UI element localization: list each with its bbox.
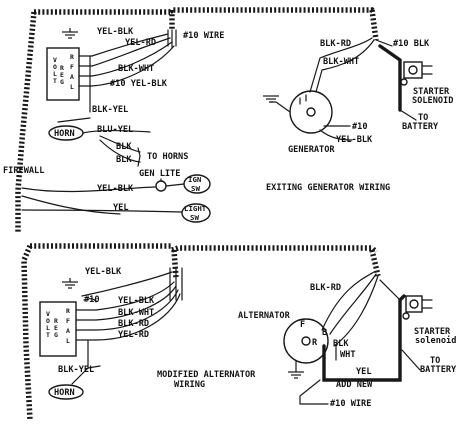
- top-label-yel-rd: YEL-RD: [125, 38, 156, 48]
- top-reg-label-2: L: [53, 70, 57, 78]
- bottom-starter-solenoid: STARTER solenoid: [379, 279, 456, 346]
- top-voltage-regulator: V O L T R E G R F A L: [46, 47, 93, 101]
- top-label-blk-rd-right: BLK-RD: [320, 39, 351, 49]
- bottom-horn-label: HORN: [54, 388, 75, 398]
- bottom-label-blk: BLK: [333, 339, 349, 349]
- top-light-sw: LIGHT SW: [181, 203, 211, 223]
- bottom-add-new: ADD NEW: [336, 380, 373, 390]
- top-term-r: R: [70, 53, 74, 61]
- top-reg-label-0: V: [53, 56, 57, 64]
- bottom-label-blk-rd: BLK-RD: [118, 319, 149, 329]
- top-reg-label-6: G: [60, 78, 64, 86]
- top-starter-1: STARTER: [413, 87, 450, 97]
- top-label-blk10: #10 BLK: [393, 39, 430, 49]
- bottom-alternator-label: ALTERNATOR: [238, 311, 291, 321]
- top-term-l: L: [70, 83, 74, 91]
- top-term-f: F: [70, 63, 74, 71]
- bottom-to-battery-2: BATTERY: [420, 365, 457, 375]
- bottom-starter-2: solenoid: [415, 335, 456, 346]
- bottom-label-yel: YEL: [356, 367, 372, 377]
- top-starter-solenoid: STARTER SOLENOID: [400, 61, 453, 106]
- top-gen-ground: [263, 95, 279, 103]
- bottom-diagram: V O L T R E G R F A L YEL-BLK #10 YEL-B: [21, 243, 457, 421]
- top-reg-wires: [89, 29, 177, 113]
- bottom-harness: [21, 243, 381, 421]
- top-label-blk-wht: BLK-WHT: [118, 64, 154, 74]
- bottom-pin-r: R: [312, 338, 318, 348]
- bottom-horn: HORN: [48, 367, 89, 400]
- bottom-reg-label-5: E: [54, 324, 58, 332]
- top-label-yel: YEL: [113, 203, 129, 213]
- top-to-horns-label: TO HORNS: [147, 152, 188, 162]
- bottom-label-wht: WHT: [340, 350, 356, 360]
- bottom-term-l: L: [66, 337, 70, 345]
- top-firewall-label: FIREWALL: [3, 166, 44, 176]
- bottom-term-f: F: [66, 317, 70, 325]
- top-light-sw-1: LIGHT: [184, 204, 207, 213]
- top-title: EXITING GENERATOR WIRING: [266, 183, 390, 193]
- bottom-starter-1: STARTER: [414, 327, 451, 337]
- bottom-reg-label-4: R: [54, 317, 58, 325]
- bottom-label-blk-wht: BLK-WHT: [118, 308, 154, 318]
- bottom-reg-label-3: T: [46, 331, 50, 339]
- top-ign-sw: IGN SW: [183, 174, 211, 194]
- top-reg-label-4: R: [60, 64, 64, 72]
- top-term-a: A: [70, 73, 74, 81]
- top-label-blk-1: BLK: [116, 142, 132, 152]
- bottom-reg-label-0: V: [46, 310, 50, 318]
- bottom-reg-ground: [62, 278, 78, 289]
- top-gen-lite-label: GEN LITE: [139, 169, 180, 179]
- top-ign-sw-1: IGN: [188, 175, 202, 184]
- bottom-title-2: WIRING: [174, 380, 205, 390]
- top-label-blk-yel: BLK-YEL: [92, 105, 128, 115]
- bottom-to-battery-1: TO: [430, 356, 440, 366]
- top-label-blu-yel: BLU-YEL: [97, 125, 133, 135]
- bottom-reg-label-1: O: [46, 317, 50, 325]
- top-diagram: V O L T R E G R F A L YEL-BLK: [3, 7, 453, 232]
- top-label-blk-wht-right: BLK-WHT: [323, 57, 359, 67]
- top-reg-label-3: T: [53, 77, 57, 85]
- bottom-reg-label-6: G: [54, 331, 58, 339]
- bottom-wire10: #10 WIRE: [330, 399, 371, 409]
- top-starter-2: SOLENOID: [412, 96, 453, 106]
- bottom-term-a: A: [66, 327, 70, 335]
- bottom-label-yel-blk-top: YEL-BLK: [85, 267, 122, 277]
- bottom-term-r: R: [66, 307, 70, 315]
- top-to-battery-2: BATTERY: [402, 122, 439, 132]
- top-to-battery-1: TO: [418, 113, 428, 123]
- top-generator: GENERATOR: [269, 90, 335, 155]
- top-label-no10: #10: [352, 122, 368, 132]
- top-horn: HORN: [48, 117, 151, 141]
- bottom-alternator: ALTERNATOR F B R: [238, 311, 329, 364]
- top-label-blk-2: BLK: [116, 155, 132, 165]
- bottom-pin-f: F: [300, 320, 305, 330]
- top-label-yel-blk-lower: YEL-BLK: [97, 184, 134, 194]
- bottom-title-1: MODIFIED ALTERNATOR: [157, 370, 256, 380]
- bottom-reg-label-2: L: [46, 324, 50, 332]
- bottom-label-yel-blk: YEL-BLK: [118, 296, 155, 306]
- top-ign-sw-2: SW: [191, 184, 200, 193]
- top-light-sw-2: SW: [190, 213, 199, 222]
- top-generator-label: GENERATOR: [288, 145, 335, 155]
- top-horn-label: HORN: [54, 129, 75, 139]
- bottom-voltage-regulator: V O L T R E G R F A L: [39, 301, 97, 357]
- bottom-pin-b: B: [322, 328, 327, 338]
- top-label-yel-blk: YEL-BLK: [97, 27, 134, 37]
- bottom-alt-ground: [288, 360, 304, 379]
- top-to-horns: BLK BLK TO HORNS: [99, 135, 188, 167]
- bottom-label-yel-rd: YEL-RD: [118, 330, 149, 340]
- bottom-label-blk-yel: BLK-YEL: [58, 365, 94, 375]
- top-reg-label-1: O: [53, 63, 57, 71]
- bottom-label-blk-rd-right: BLK-RD: [310, 283, 341, 293]
- top-reg-label-5: E: [60, 71, 64, 79]
- top-label-yel-blk-mid: #10 YEL-BLK: [110, 79, 168, 89]
- bottom-label-no10: #10: [84, 295, 100, 305]
- top-label-yel-blk-gen: YEL-BLK: [336, 135, 373, 145]
- top-reg-ground: [62, 28, 78, 39]
- top-harness: [15, 7, 379, 232]
- top-label-wire10: #10 WIRE: [183, 31, 224, 41]
